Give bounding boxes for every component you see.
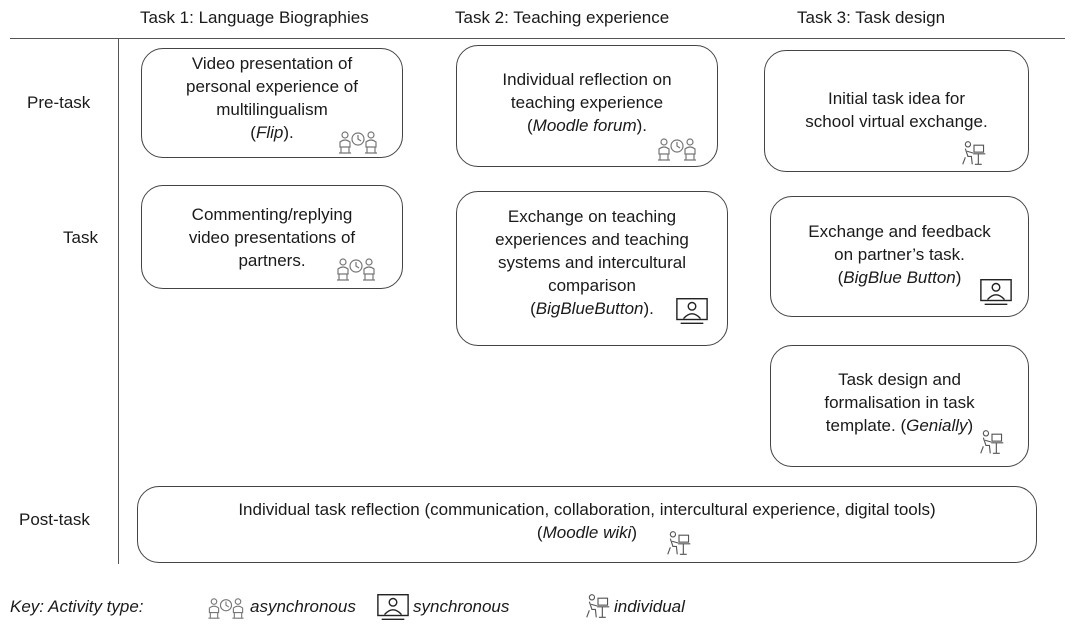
asynchronous-icon bbox=[206, 596, 246, 620]
tool-name: Moodle forum bbox=[532, 116, 637, 135]
row-header-post-task: Post-task bbox=[19, 510, 90, 529]
column-header-task3: Task 3: Task design bbox=[797, 8, 946, 27]
cell-line: partners. bbox=[238, 251, 306, 270]
cell-task3-pre-task: Initial task idea for school virtual exc… bbox=[764, 50, 1029, 172]
column-header-task2: Task 2: Teaching experience bbox=[455, 8, 670, 27]
synchronous-icon bbox=[675, 296, 709, 326]
asynchronous-icon bbox=[336, 256, 376, 282]
tool-name: BigBlueButton bbox=[535, 299, 644, 318]
individual-icon bbox=[585, 592, 611, 620]
cell-line: (BigBlue Button) bbox=[837, 268, 962, 287]
individual-icon bbox=[666, 529, 692, 557]
individual-icon bbox=[961, 139, 987, 167]
synchronous-icon bbox=[979, 277, 1013, 307]
cell-task1-pre-task: Video presentation of personal experienc… bbox=[141, 48, 403, 158]
cell-line: Initial task idea for bbox=[827, 89, 965, 108]
cell-line: (BigBlueButton). bbox=[530, 299, 654, 318]
cell-task3-task: Exchange and feedback on partner’s task.… bbox=[770, 196, 1029, 317]
tool-name: Moodle wiki bbox=[542, 523, 632, 542]
column-header-task1: Task 1: Language Biographies bbox=[140, 8, 369, 27]
cell-task2-pre-task: Individual reflection on teaching experi… bbox=[456, 45, 718, 167]
cell-line: (Flip). bbox=[250, 123, 294, 142]
tool-name: BigBlue Button bbox=[843, 268, 956, 287]
legend-synchronous: synchronous bbox=[413, 597, 510, 616]
cell-line: personal experience of bbox=[185, 77, 358, 96]
cell-line: Individual reflection on bbox=[502, 70, 672, 89]
cell-line: template. (Genially) bbox=[779, 414, 1020, 437]
tool-suffix: ) bbox=[955, 268, 962, 287]
tool-suffix: ). bbox=[636, 116, 647, 135]
header-divider bbox=[10, 38, 1065, 39]
cell-post-task: Individual task reflection (communicatio… bbox=[137, 486, 1037, 563]
tool-name: Genially bbox=[906, 416, 968, 435]
cell-line: Exchange and feedback bbox=[808, 222, 991, 241]
cell-line: teaching experience bbox=[510, 93, 664, 112]
row-header-task: Task bbox=[63, 228, 98, 247]
cell-line: (Moodle forum). bbox=[527, 116, 647, 135]
cell-line: video presentations of bbox=[188, 228, 356, 247]
legend-asynchronous: asynchronous bbox=[250, 597, 356, 616]
asynchronous-icon bbox=[338, 129, 378, 155]
cell-line: Task design and bbox=[838, 370, 961, 389]
legend-individual: individual bbox=[614, 597, 685, 616]
tool-name: Flip bbox=[255, 123, 284, 142]
cell-line: Individual task reflection (communicatio… bbox=[238, 500, 936, 519]
cell-line: Exchange on teaching bbox=[507, 207, 677, 226]
tool-suffix: ) bbox=[967, 416, 974, 435]
synchronous-icon bbox=[376, 592, 410, 622]
cell-line: multilingualism bbox=[216, 100, 328, 119]
tool-suffix: ). bbox=[643, 299, 654, 318]
asynchronous-icon bbox=[657, 136, 697, 162]
cell-line: school virtual exchange. bbox=[805, 112, 988, 131]
cell-line: systems and intercultural bbox=[497, 253, 687, 272]
row-header-pre-task: Pre-task bbox=[27, 93, 91, 112]
cell-line: Commenting/replying bbox=[191, 205, 353, 224]
cell-line: comparison bbox=[548, 276, 636, 295]
legend: Key: Activity type: asynchronous synchro… bbox=[10, 594, 1060, 624]
cell-task2-task: Exchange on teaching experiences and tea… bbox=[456, 191, 728, 346]
cell-line: experiences and teaching bbox=[495, 230, 689, 249]
cell-task3-task-design: Task design and formalisation in task te… bbox=[770, 345, 1029, 467]
individual-icon bbox=[979, 428, 1005, 456]
row-divider bbox=[118, 38, 119, 564]
cell-line-text: template. ( bbox=[825, 416, 907, 435]
cell-line: on partner’s task. bbox=[834, 245, 965, 264]
tool-suffix: ). bbox=[283, 123, 294, 142]
cell-line: Video presentation of bbox=[191, 54, 353, 73]
tool-suffix: ) bbox=[631, 523, 638, 542]
cell-line: formalisation in task bbox=[824, 393, 975, 412]
cell-task1-task: Commenting/replying video presentations … bbox=[141, 185, 403, 289]
legend-prefix: Key: Activity type: bbox=[10, 597, 144, 616]
cell-line: (Moodle wiki) bbox=[536, 523, 638, 542]
